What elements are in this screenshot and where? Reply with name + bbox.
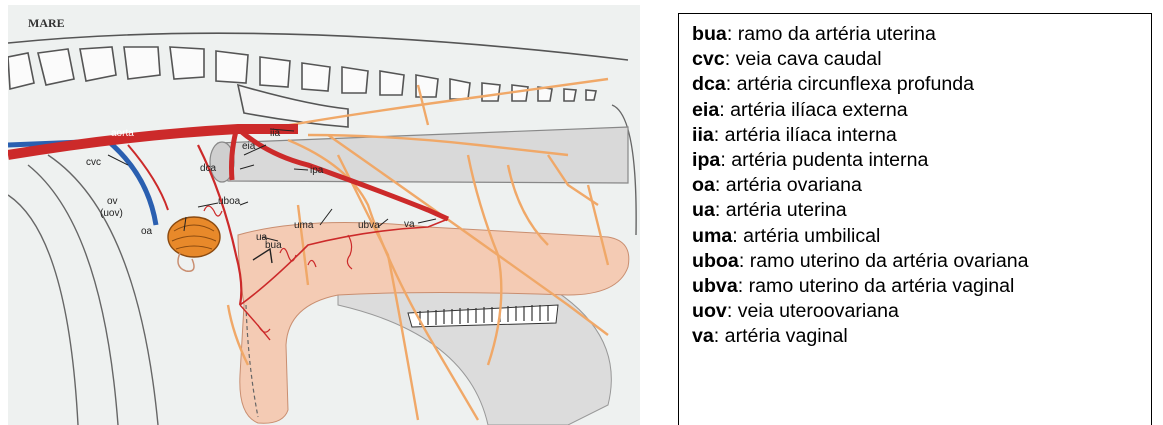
abbreviation-legend: bua: ramo da artéria uterina cvc: veia c…	[678, 13, 1152, 425]
legend-item-dca: dca: artéria circunflexa profunda	[692, 72, 1151, 97]
label-iia: iia	[270, 128, 280, 139]
legend-item-ipa: ipa: artéria pudenta interna	[692, 148, 1151, 173]
legend-item-ubva: ubva: ramo uterino da artéria vaginal	[692, 274, 1151, 299]
label-ov: ov	[107, 196, 118, 207]
label-ubva: ubva	[358, 220, 380, 231]
legend-item-uma: uma: artéria umbilical	[692, 224, 1151, 249]
legend-item-uboa: uboa: ramo uterino da artéria ovariana	[692, 249, 1151, 274]
legend-item-oa: oa: artéria ovariana	[692, 173, 1151, 198]
label-eia: eia	[242, 141, 256, 152]
legend-item-bua: bua: ramo da artéria uterina	[692, 22, 1151, 47]
mare-reproductive-vasculature-diagram: MARE aorta cvc ov (uov) oa uboa dca eia …	[8, 5, 640, 425]
legend-item-iia: iia: artéria ilíaca interna	[692, 123, 1151, 148]
label-va: va	[404, 219, 415, 230]
label-bua: bua	[265, 240, 282, 251]
label-ipa: ipa	[310, 165, 324, 176]
label-uov: (uov)	[100, 208, 123, 219]
label-dca: dca	[200, 163, 217, 174]
legend-item-ua: ua: artéria uterina	[692, 198, 1151, 223]
anatomy-illustration: MARE aorta cvc ov (uov) oa uboa dca eia …	[8, 5, 640, 425]
legend-item-cvc: cvc: veia cava caudal	[692, 47, 1151, 72]
legend-item-eia: eia: artéria ilíaca externa	[692, 98, 1151, 123]
label-aorta: aorta	[111, 128, 134, 139]
label-uboa: uboa	[218, 196, 241, 207]
diagram-title: MARE	[28, 16, 65, 30]
legend-item-uov: uov: veia uteroovariana	[692, 299, 1151, 324]
legend-item-va: va: artéria vaginal	[692, 324, 1151, 349]
label-cvc: cvc	[86, 157, 101, 168]
label-oa: oa	[141, 226, 153, 237]
legend-list: bua: ramo da artéria uterina cvc: veia c…	[692, 22, 1151, 350]
label-uma: uma	[294, 220, 314, 231]
